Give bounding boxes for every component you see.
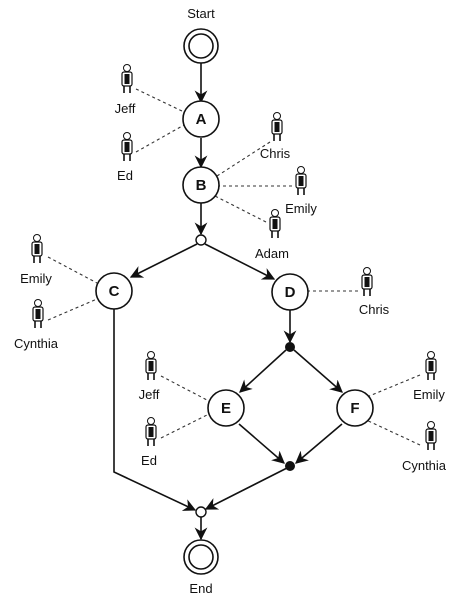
svg-text:C: C [109,283,120,300]
edge-split-d [204,243,276,280]
start-node: Start [183,6,219,64]
node-d: D [271,273,309,311]
person-f-cynthia: Cynthia [402,420,447,473]
svg-text:Emily: Emily [20,271,52,286]
person-b-emily: Emily [285,165,317,216]
person-icon [295,165,307,196]
join-gateway [285,461,295,471]
person-icon [145,416,157,447]
svg-text:Ed: Ed [117,168,133,183]
node-f: F [336,389,374,427]
edge-join-merge [204,467,288,510]
person-icon [425,350,437,381]
svg-text:A: A [196,111,207,128]
svg-text:Jeff: Jeff [139,387,160,402]
person-e-ed: Ed [141,416,157,468]
person-icon [32,298,44,329]
edge-c-merge [113,309,197,511]
person-f-emily: Emily [413,350,445,402]
person-c-emily: Emily [20,233,52,286]
svg-text:Cynthia: Cynthia [14,336,59,351]
start-label: Start [187,6,215,21]
split-gateway [195,234,207,246]
node-e: E [207,389,245,427]
edge-fork-e [239,349,287,393]
end-node: End [183,539,219,596]
node-c: C [95,272,133,310]
person-icon [425,420,437,451]
edge-f-join [295,423,343,464]
edge-fork-f [293,349,343,393]
svg-text:Emily: Emily [285,201,317,216]
person-d-chris: Chris [359,266,390,317]
flow-edges [113,63,343,541]
svg-text:Chris: Chris [260,146,291,161]
edge-split-c [129,243,198,278]
assignment-lines [47,88,421,446]
person-icon [269,208,281,239]
person-a-jeff: Jeff [115,63,136,116]
merge-gateway [195,506,207,518]
person-icon [271,111,283,142]
svg-text:B: B [196,177,207,194]
end-label: End [189,581,212,596]
svg-text:E: E [221,400,231,417]
person-e-jeff: Jeff [139,350,160,402]
svg-text:Cynthia: Cynthia [402,458,447,473]
svg-text:Emily: Emily [413,387,445,402]
person-icon [121,63,133,94]
person-icon [31,233,43,264]
person-c-cynthia: Cynthia [14,298,59,351]
person-b-adam: Adam [255,208,289,261]
edge-e-join [238,423,285,464]
person-icon [121,131,133,162]
fork-gateway [285,342,295,352]
node-a: A [182,100,220,138]
person-icon [361,266,373,297]
svg-text:Ed: Ed [141,453,157,468]
svg-text:F: F [350,400,359,417]
node-b: B [182,166,220,204]
person-a-ed: Ed [117,131,133,183]
person-b-chris: Chris [260,111,291,161]
svg-text:D: D [285,284,296,301]
svg-text:Chris: Chris [359,302,390,317]
person-icon [145,350,157,381]
svg-text:Jeff: Jeff [115,101,136,116]
svg-text:Adam: Adam [255,246,289,261]
